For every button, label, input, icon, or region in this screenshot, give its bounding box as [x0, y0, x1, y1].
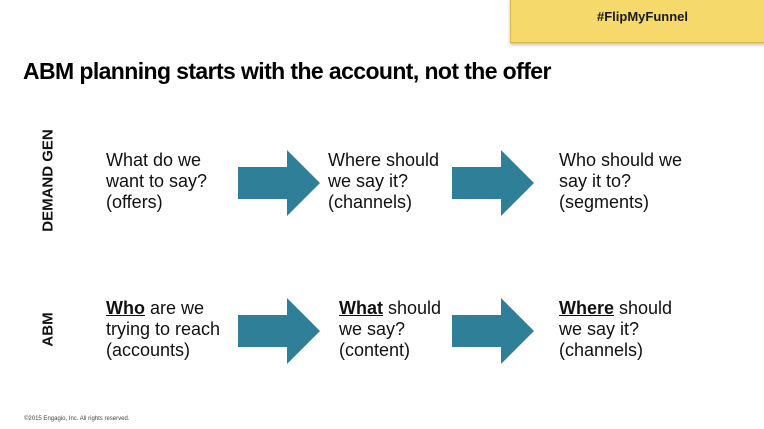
cell-line: (channels) [328, 192, 413, 212]
cell-line: (segments) [559, 192, 650, 212]
cell-line-rest: should [383, 298, 442, 318]
cell-line: Who should we [559, 150, 683, 170]
cell-line-rest: are we [144, 298, 205, 318]
cell-line: (accounts) [106, 340, 191, 360]
cell-line: Where should [559, 298, 672, 319]
cell-line: Who are we [106, 298, 220, 319]
cell-line: say it to? [559, 171, 632, 191]
hashtag-banner: #FlipMyFunnel [510, 0, 764, 43]
cell-line: What do we [106, 150, 202, 170]
hashtag-label: #FlipMyFunnel [597, 9, 688, 24]
page-title: ABM planning starts with the account, no… [23, 58, 551, 84]
abm-accounts-cell: Who are we trying to reach (accounts) [106, 298, 220, 361]
arrow-shape [452, 150, 534, 216]
arrow-right-icon [452, 150, 534, 216]
demand-gen-channels-cell: Where should we say it? (channels) [328, 150, 439, 213]
cell-line: (offers) [106, 192, 163, 212]
abm-channels-cell: Where should we say it? (channels) [559, 298, 672, 361]
arrow-shape [238, 298, 320, 364]
arrow-right-icon [238, 150, 320, 216]
demand-gen-segments-cell: Who should we say it to? (segments) [559, 150, 682, 213]
cell-line: we say it? [559, 319, 640, 339]
abm-content-cell: What should we say? (content) [339, 298, 441, 361]
cell-line: What should [339, 298, 441, 319]
emphasis-word: What [339, 298, 383, 318]
cell-line: want to say? [106, 171, 208, 191]
row-label-demand-gen: DEMAND GEN [39, 129, 57, 232]
cell-line-rest: should [614, 298, 673, 318]
emphasis-word: Who [106, 298, 145, 318]
copyright-footer: ©2015 Engagio, Inc. All rights reserved. [24, 416, 130, 422]
arrow-shape [452, 298, 534, 364]
arrow-shape [238, 150, 320, 216]
cell-line: Where should [328, 150, 440, 170]
row-label-abm: ABM [39, 312, 57, 347]
emphasis-word: Where [559, 298, 615, 318]
cell-line: we say it? [328, 171, 409, 191]
cell-line: (content) [339, 340, 411, 360]
arrow-right-icon [238, 298, 320, 364]
cell-line: we say? [339, 319, 406, 339]
demand-gen-offers-cell: What do we want to say? (offers) [106, 150, 207, 213]
cell-line: trying to reach [106, 319, 221, 339]
arrow-right-icon [452, 298, 534, 364]
cell-line: (channels) [559, 340, 644, 360]
